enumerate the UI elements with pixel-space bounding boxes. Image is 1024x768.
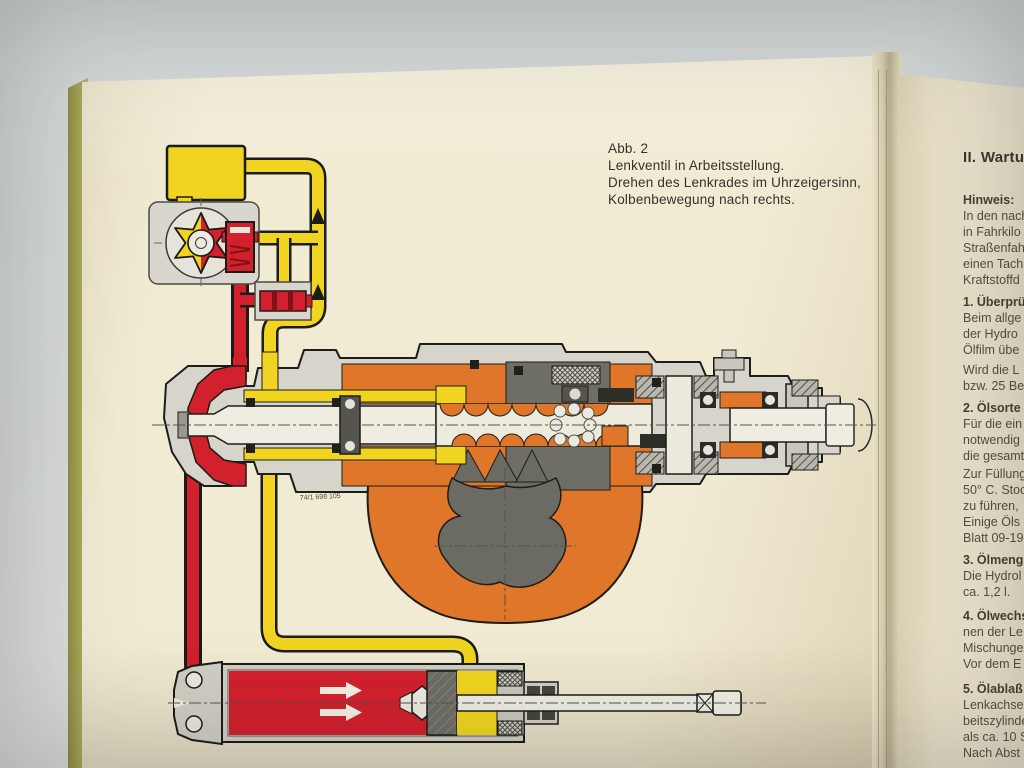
text-line: Blatt 09-19 bbox=[963, 531, 1024, 545]
book-crease-page-edges bbox=[872, 52, 902, 768]
steering-sector-gear bbox=[437, 476, 567, 588]
section-heading: 3. Ölmeng bbox=[963, 553, 1024, 567]
text-line: Zur Füllung bbox=[963, 467, 1024, 481]
text-line: ca. 1,2 l. bbox=[963, 585, 1011, 599]
working-cylinder bbox=[168, 660, 766, 746]
text-line: Für die ein bbox=[963, 417, 1023, 431]
text-line: Hinweis: bbox=[963, 193, 1015, 207]
text-line: In den nach bbox=[963, 209, 1024, 223]
text-line: als ca. 10 S bbox=[963, 730, 1024, 744]
caption-line: Drehen des Lenkrades im Uhrzeigersinn, bbox=[608, 175, 861, 190]
text-line: Einige Öls bbox=[963, 515, 1020, 529]
right-page bbox=[899, 74, 1024, 768]
caption-figure-number: Abb. 2 bbox=[608, 141, 649, 156]
text-line: Straßenfah bbox=[963, 241, 1024, 255]
seal-rings bbox=[246, 360, 661, 473]
figure-part-number: 74/1 698 105 bbox=[300, 493, 341, 502]
centerlines bbox=[152, 424, 876, 620]
caption-line: Kolbenbewegung nach rechts. bbox=[608, 192, 796, 207]
valve-spool bbox=[259, 290, 307, 312]
flow-arrow-up bbox=[311, 208, 325, 224]
text-line: Lenkachse bbox=[963, 698, 1024, 712]
pressure-channel bbox=[187, 365, 247, 487]
text-line: beitszylinde bbox=[963, 714, 1024, 728]
page-edge-line bbox=[886, 70, 887, 768]
text-line: einen Tach bbox=[963, 257, 1024, 271]
chapter-heading: II. Wartu bbox=[963, 149, 1024, 166]
text-line: 50° C. Stoc bbox=[963, 483, 1024, 497]
return-line bbox=[243, 160, 324, 366]
pressure-relief-valve bbox=[221, 221, 259, 273]
page-edge-line bbox=[878, 70, 879, 768]
text-line: Beim allge bbox=[963, 311, 1022, 325]
piston-motion-arrows bbox=[320, 682, 362, 721]
text-line: der Hydro bbox=[963, 327, 1018, 341]
text-line: nen der Le bbox=[963, 625, 1023, 639]
flow-control-valve bbox=[254, 281, 313, 321]
text-line: Die Hydrol bbox=[963, 569, 1022, 583]
text-line: bzw. 25 Be bbox=[963, 379, 1024, 393]
text-line: Mischunge bbox=[963, 641, 1024, 655]
right-page-text-column: II. Wartu Hinweis: In den nach in Fahrki… bbox=[963, 150, 1024, 761]
text-line: Vor dem E bbox=[963, 657, 1022, 671]
text-line: Wird die L bbox=[963, 363, 1020, 377]
recirculating-balls bbox=[549, 402, 597, 448]
section-heading: 5. Ölablaß bbox=[963, 682, 1023, 696]
cylinder-return-line bbox=[263, 470, 476, 676]
section-heading: 2. Ölsorte bbox=[963, 401, 1021, 415]
text-line: in Fahrkilo bbox=[963, 225, 1021, 239]
text-line: zu führen, bbox=[963, 499, 1019, 513]
text-line: die gesamt bbox=[963, 449, 1024, 463]
text-line: Nach Abst bbox=[963, 746, 1020, 760]
steering-gear-cross-section: 74/1 698 105 bbox=[152, 343, 876, 624]
text-line: Ölfilm übe bbox=[963, 343, 1020, 357]
figure-caption: Abb. 2 Lenkventil in Arbeitsstellung. Dr… bbox=[608, 140, 868, 208]
flow-arrow-up bbox=[311, 284, 325, 300]
text-line: Kraftstoffd bbox=[963, 273, 1020, 287]
text-line: notwendig bbox=[963, 433, 1020, 447]
section-heading: 1. Überprü bbox=[963, 295, 1024, 309]
section-heading: 4. Ölwechs bbox=[963, 609, 1024, 623]
cylinder-pressure-line bbox=[187, 470, 230, 686]
caption-line: Lenkventil in Arbeitsstellung. bbox=[608, 158, 785, 173]
oil-reservoir bbox=[165, 144, 247, 210]
